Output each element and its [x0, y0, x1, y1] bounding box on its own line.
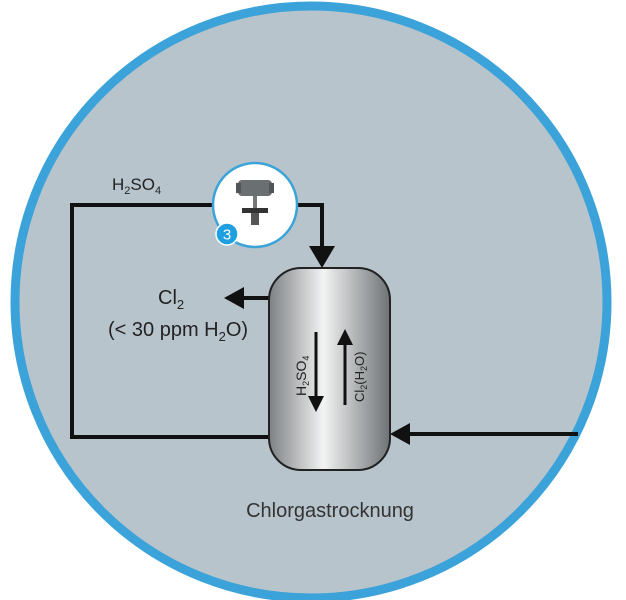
column-up-label: Cl2(H2O) [352, 352, 369, 402]
sensor-badge-number: 3 [223, 227, 231, 244]
up-flow-arrowhead [337, 329, 353, 345]
inlet-arrowhead [390, 423, 410, 445]
badge [215, 222, 239, 246]
column-down-label: H2SO4 [293, 356, 311, 396]
outlet-label: Cl2 [158, 287, 184, 312]
feed-label: H2SO4 [112, 175, 161, 197]
outlet-arrowhead [224, 287, 244, 309]
recycle-line [70, 203, 270, 439]
sensor-transmitter[interactable]: 3 [211, 161, 299, 249]
drying-column [268, 267, 391, 471]
feed-line [297, 203, 324, 250]
outlet-note: (< 30 ppm H2O) [108, 319, 248, 344]
transmitter-icon [236, 180, 274, 225]
down-flow-arrowhead [308, 396, 324, 412]
feed-arrowhead [309, 246, 335, 268]
caption: Chlorgastrocknung [246, 500, 414, 522]
